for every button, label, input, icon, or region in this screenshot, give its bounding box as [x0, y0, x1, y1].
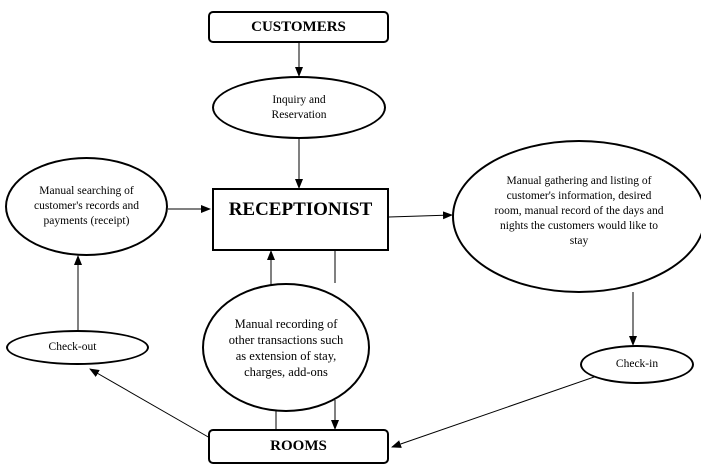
receptionist-label: RECEPTIONIST — [228, 199, 373, 220]
manual-gathering-oval: Manual gathering and listing of customer… — [452, 140, 701, 293]
customers-label: CUSTOMERS — [251, 18, 346, 35]
customers-box: CUSTOMERS — [208, 11, 389, 43]
rooms-label: ROOMS — [270, 438, 327, 454]
arrow-receptionist-to-gathering — [388, 211, 453, 220]
check-out-label: Check-out — [48, 341, 97, 353]
check-in-label: Check-in — [615, 358, 659, 370]
arrow-rooms-to-checkout — [89, 368, 211, 439]
arrow-checkin-to-rooms — [391, 375, 598, 448]
inquiry-reservation-oval: Inquiry and Reservation — [212, 76, 386, 139]
manual-gathering-label: Manual gathering and listing of customer… — [494, 175, 664, 247]
manual-recording-oval: Manual recording of other transactions s… — [202, 283, 370, 412]
receptionist-box: RECEPTIONIST — [212, 188, 389, 251]
rooms-box: ROOMS — [208, 429, 389, 464]
manual-recording-label: Manual recording of other transactions s… — [228, 316, 344, 379]
check-in-oval: Check-in — [580, 345, 694, 384]
manual-search-label: Manual searching of customer's records a… — [34, 185, 139, 227]
inquiry-label: Inquiry and Reservation — [271, 93, 327, 121]
check-out-oval: Check-out — [6, 330, 149, 365]
manual-search-oval: Manual searching of customer's records a… — [5, 157, 168, 256]
